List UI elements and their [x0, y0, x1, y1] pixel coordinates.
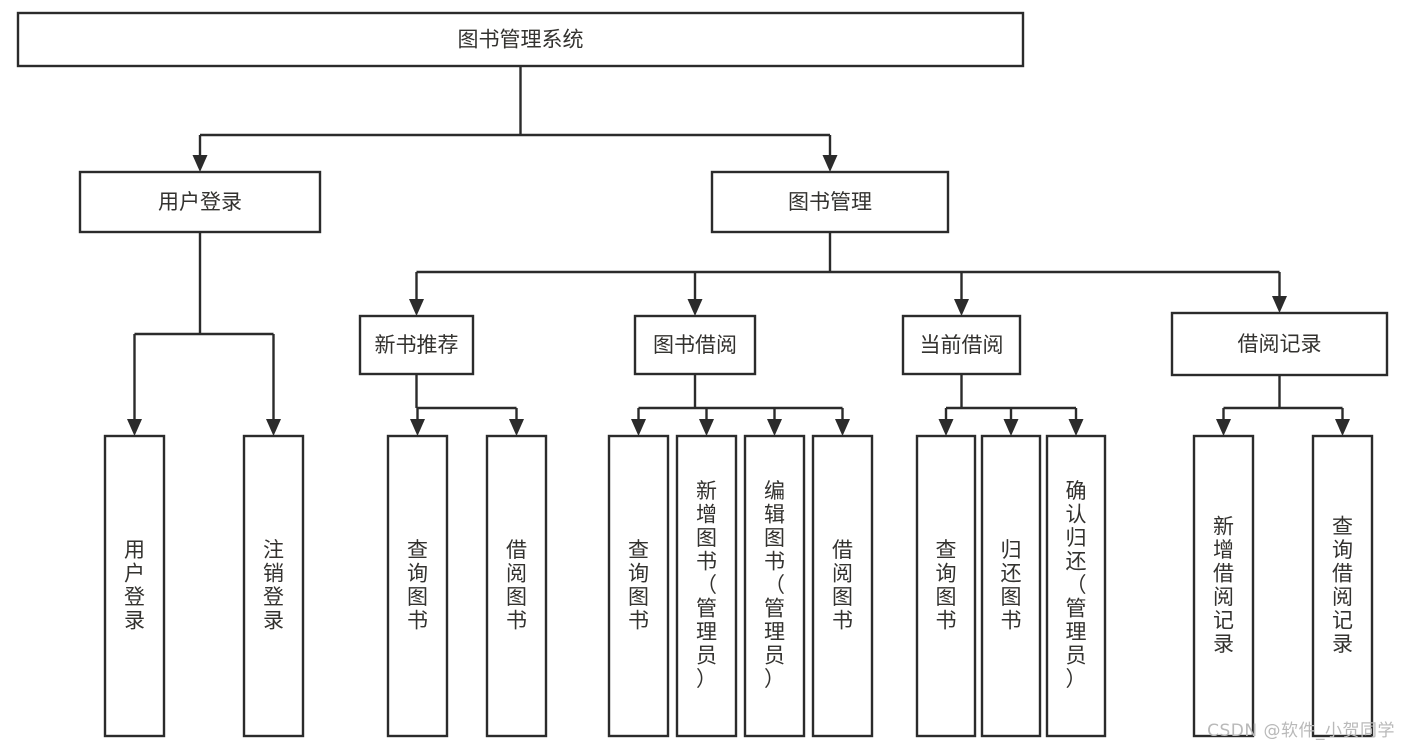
arrow-head-icon: [835, 419, 850, 436]
node-box: [1192, 434, 1255, 738]
node-box: [811, 434, 874, 738]
node-label: 编辑图书（管理员）: [764, 479, 785, 691]
node-book-manage[interactable]: 图书管理: [710, 170, 950, 234]
node-box: [915, 434, 977, 738]
node-user-login[interactable]: 用户登录: [78, 170, 322, 234]
arrow-head-icon: [192, 155, 208, 172]
node-box: [901, 314, 1022, 376]
node-layer: 图书管理系统用户登录用户登录注销登录图书管理新书推荐查询图书借阅图书图书借阅查询…: [16, 11, 1389, 738]
node-label: 新增图书（管理员）: [696, 479, 717, 691]
node-label: 图书管理: [788, 190, 872, 214]
arrow-head-icon: [266, 419, 281, 436]
node-bb-edit-book[interactable]: 编辑图书（管理员）: [743, 434, 806, 738]
node-box: [78, 170, 322, 234]
node-box: [1170, 311, 1389, 377]
arrow-head-icon: [1216, 419, 1231, 436]
node-box: [242, 434, 305, 738]
node-box: [1045, 434, 1107, 738]
node-cb-return-book[interactable]: 归还图书: [980, 434, 1042, 738]
node-label: 图书管理系统: [458, 28, 584, 52]
node-label: 查询图书: [628, 538, 649, 633]
node-borrow-record[interactable]: 借阅记录: [1170, 311, 1389, 377]
node-label: 确认归还（管理员）: [1066, 479, 1087, 691]
node-label: 注销登录: [263, 538, 284, 633]
arrow-head-icon: [822, 155, 838, 172]
node-box: [633, 314, 757, 376]
arrow-head-icon: [767, 419, 782, 436]
node-nbr-query-book[interactable]: 查询图书: [386, 434, 449, 738]
node-label: 查询图书: [936, 538, 957, 633]
arrow-head-icon: [699, 419, 714, 436]
node-box: [103, 434, 166, 738]
node-book-borrow[interactable]: 图书借阅: [633, 314, 757, 376]
arrow-head-icon: [410, 419, 425, 436]
node-box: [485, 434, 548, 738]
node-br-add-record[interactable]: 新增借阅记录: [1192, 434, 1255, 738]
node-bb-borrow-book[interactable]: 借阅图书: [811, 434, 874, 738]
node-box: [675, 434, 738, 738]
arrow-head-icon: [409, 299, 424, 316]
arrow-head-icon: [1003, 419, 1019, 436]
node-box: [980, 434, 1042, 738]
arrow-head-icon: [509, 419, 524, 436]
node-nbr-borrow-book[interactable]: 借阅图书: [485, 434, 548, 738]
node-label: 新增借阅记录: [1213, 514, 1234, 656]
node-label: 借阅图书: [506, 538, 527, 633]
node-label: 新书推荐: [375, 333, 459, 357]
node-box: [358, 314, 475, 376]
arrow-head-icon: [1272, 296, 1287, 313]
node-cb-confirm-return[interactable]: 确认归还（管理员）: [1045, 434, 1107, 738]
arrow-head-icon: [1068, 419, 1084, 436]
node-label: 借阅记录: [1238, 332, 1322, 356]
arrow-head-icon: [127, 419, 142, 436]
node-bb-query-book[interactable]: 查询图书: [607, 434, 670, 738]
connector-layer: [127, 66, 1350, 436]
node-label: 归还图书: [1001, 538, 1022, 633]
node-box: [607, 434, 670, 738]
node-label: 图书借阅: [653, 333, 737, 357]
node-br-query-record[interactable]: 查询借阅记录: [1311, 434, 1374, 738]
arrow-head-icon: [938, 419, 954, 436]
arrow-head-icon: [1335, 419, 1350, 436]
node-box: [16, 11, 1025, 68]
node-box: [743, 434, 806, 738]
node-bb-add-book[interactable]: 新增图书（管理员）: [675, 434, 738, 738]
node-current-borrow[interactable]: 当前借阅: [901, 314, 1022, 376]
arrow-head-icon: [954, 299, 969, 316]
node-label: 借阅图书: [832, 538, 853, 633]
node-box: [386, 434, 449, 738]
arrow-head-icon: [687, 299, 703, 316]
node-user-logout[interactable]: 注销登录: [242, 434, 305, 738]
node-root[interactable]: 图书管理系统: [16, 11, 1025, 68]
node-cb-query-book[interactable]: 查询图书: [915, 434, 977, 738]
node-box: [1311, 434, 1374, 738]
node-label: 查询图书: [407, 538, 428, 633]
node-label: 当前借阅: [920, 333, 1004, 357]
arrow-head-icon: [631, 419, 646, 436]
node-label: 用户登录: [124, 538, 145, 633]
node-user-login-do[interactable]: 用户登录: [103, 434, 166, 738]
node-new-book-rec[interactable]: 新书推荐: [358, 314, 475, 376]
node-label: 查询借阅记录: [1332, 514, 1353, 656]
node-label: 用户登录: [158, 190, 242, 214]
node-box: [710, 170, 950, 234]
